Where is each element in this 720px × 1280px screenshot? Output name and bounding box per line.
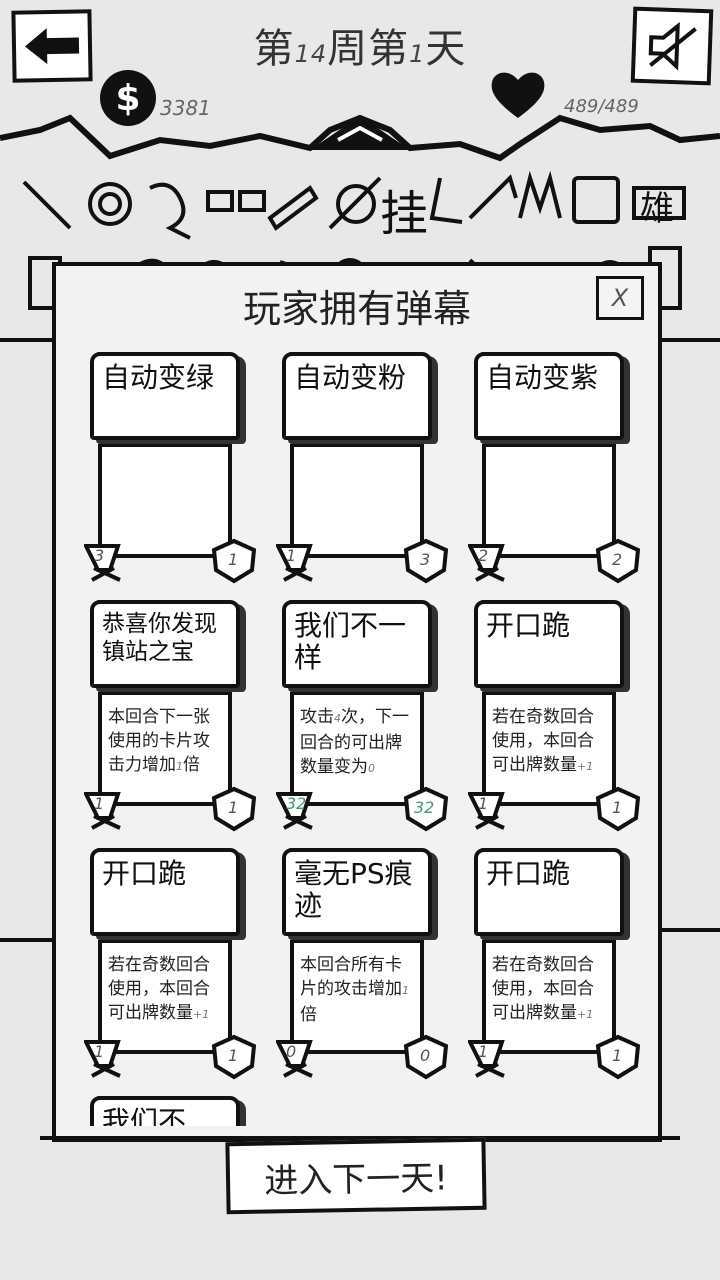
card-power: 3 [420,550,431,569]
panel-title: 玩家拥有弹幕 [242,287,471,331]
card-name: 开口跪 [474,600,624,688]
barrage-card[interactable]: 我们不 [84,1090,254,1126]
cost-badge-icon [276,792,313,830]
card-name: 自动变紫 [474,352,624,440]
card-name: 开口跪 [90,848,240,936]
divider [0,338,60,342]
card-grid[interactable]: 自动变绿 3 1 自动变粉 1 3 自动变紫 2 2 恭喜你发现镇站之宝本回合下一张使用的卡片攻击… [56,336,658,1126]
cost-badge-icon [276,1040,313,1078]
card-description: 若在奇数回合使用，本回合可出牌数量+1 [482,940,616,1054]
power-shield-icon [211,538,257,584]
card-name: 我们不一样 [282,600,432,688]
card-name: 自动变粉 [282,352,432,440]
cost-badge-icon [468,792,505,830]
card-power: 1 [612,1046,623,1065]
dollar-coin-icon: $ [100,70,156,126]
power-shield-icon [403,786,449,832]
back-button[interactable] [11,9,93,83]
card-power: 1 [228,1046,239,1065]
card-description: 本回合下一张使用的卡片攻击力增加1倍 [98,692,232,806]
card-description: 攻击4次，下一回合的可出牌数量变为0 [290,692,424,806]
card-description [290,444,424,558]
heart-icon [491,72,545,118]
card-name: 恭喜你发现镇站之宝 [90,600,240,688]
money-value: 3381 [160,96,211,120]
card-name: 自动变绿 [90,352,240,440]
card-power: 32 [414,798,435,817]
power-shield-icon [403,1034,449,1080]
card-power: 1 [228,550,239,569]
card-cost: 1 [94,794,105,813]
cost-badge-icon [84,792,121,830]
card-cost: 32 [286,794,307,813]
card-name: 开口跪 [474,848,624,936]
close-icon: X [611,284,629,312]
card-cost: 1 [94,1042,105,1061]
power-shield-icon [595,538,641,584]
card-description: 若在奇数回合使用，本回合可出牌数量+1 [98,940,232,1054]
back-arrow-icon [25,28,80,65]
power-shield-icon [595,786,641,832]
card-cost: 1 [478,1042,489,1061]
svg-text:雄: 雄 [640,189,674,229]
svg-text:挂: 挂 [380,186,428,242]
card-power: 1 [612,798,623,817]
power-shield-icon [595,1034,641,1080]
power-shield-icon [211,786,257,832]
card-cost: 3 [94,546,105,565]
power-shield-icon [211,1034,257,1080]
close-button[interactable]: X [596,276,644,320]
card-description: 若在奇数回合使用，本回合可出牌数量+1 [482,692,616,806]
divider [40,1136,680,1140]
card-cost: 0 [286,1042,297,1061]
hp-value: 489/489 [564,96,639,117]
divider [660,338,720,342]
mountain-divider [0,114,720,162]
cost-badge-icon [84,1040,121,1078]
card-power: 2 [612,550,623,569]
card-cost: 1 [286,546,297,565]
barrage-card[interactable]: 自动变粉 1 3 [276,346,449,586]
card-power: 0 [420,1046,431,1065]
owned-barrage-panel: 玩家拥有弹幕 X 自动变绿 3 1 自动变粉 1 3 自动变紫 2 2 恭喜你发现镇站之宝本回合下… [52,262,662,1142]
card-cost: 2 [478,546,489,565]
cost-badge-icon [84,544,121,582]
mute-button[interactable] [630,6,714,86]
card-name: 我们不 [90,1096,240,1126]
card-power: 1 [228,798,239,817]
card-cost: 1 [478,794,489,813]
cost-badge-icon [468,1040,505,1078]
divider [0,938,60,942]
next-day-button[interactable]: 进入下一天! [225,1137,487,1215]
divider [660,928,720,932]
card-description [482,444,616,558]
day-title: 第14周第1天 [253,26,467,72]
speaker-muted-icon [648,21,697,71]
barrage-card[interactable]: 自动变紫 2 2 [468,346,641,586]
cost-badge-icon [468,544,505,582]
card-name: 毫无PS痕迹 [282,848,432,936]
card-description [98,444,232,558]
power-shield-icon [403,538,449,584]
barrage-card[interactable]: 自动变绿 3 1 [84,346,257,586]
cost-badge-icon [276,544,313,582]
card-description: 本回合所有卡片的攻击增加1倍 [290,940,424,1054]
